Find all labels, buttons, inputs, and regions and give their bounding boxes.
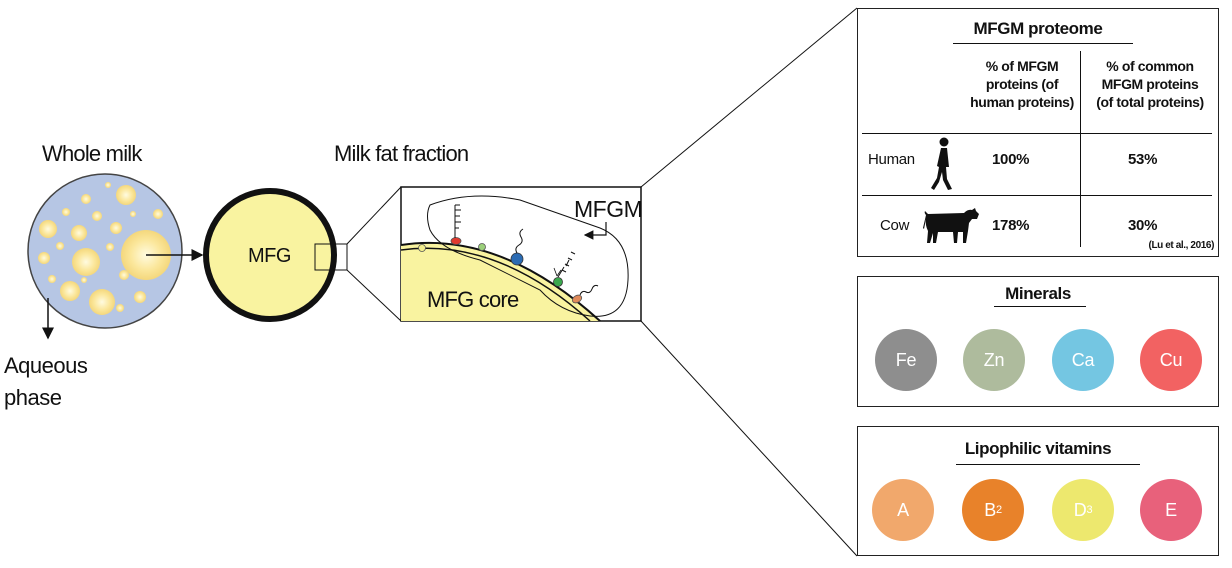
mineral-label: Fe bbox=[895, 349, 917, 370]
vitamin-e-circle: E bbox=[1140, 479, 1202, 541]
proteome-title-underline bbox=[953, 43, 1133, 44]
col2-header-line: % of common bbox=[1106, 58, 1194, 74]
proteome-row-divider bbox=[862, 195, 1212, 196]
col1-header-line: proteins (of bbox=[985, 76, 1059, 92]
aqueous-label-line2: phase bbox=[4, 385, 62, 410]
cow-col2-value: 30% bbox=[1128, 217, 1158, 234]
vitamin-a-circle: A bbox=[872, 479, 934, 541]
human-col2-value: 53% bbox=[1128, 151, 1158, 168]
proteome-title: MFGM proteome bbox=[973, 19, 1103, 38]
vitamins-title: Lipophilic vitamins bbox=[964, 439, 1112, 458]
cow-icon bbox=[923, 208, 979, 243]
mfg-group bbox=[203, 186, 402, 322]
mineral-label: Ca bbox=[1071, 349, 1095, 370]
mineral-label: Cu bbox=[1159, 349, 1183, 370]
aqueous-phase-label: Aqueous phase bbox=[4, 350, 88, 414]
human-icon bbox=[931, 137, 952, 190]
mfgm-zoom-panel bbox=[400, 7, 858, 557]
vitamin-subscript: 3 bbox=[1086, 504, 1093, 516]
callout-line-top bbox=[640, 7, 858, 188]
mineral-zn-circle: Zn bbox=[963, 329, 1025, 391]
human-col1-value: 100% bbox=[992, 151, 1030, 168]
proteome-panel: MFGM proteome % of MFGM proteins (of hum… bbox=[857, 8, 1219, 257]
milk-fat-fraction-label: Milk fat fraction bbox=[334, 141, 469, 166]
mfg-zoom-box bbox=[314, 243, 348, 271]
col2-header-line: MFGM proteins bbox=[1101, 76, 1199, 92]
callout-line-bottom bbox=[640, 320, 858, 557]
citation: (Lu et al., 2016) bbox=[1148, 240, 1215, 251]
col1-header-line: human proteins) bbox=[970, 94, 1074, 110]
proteome-header-divider bbox=[862, 133, 1212, 134]
mfgm-label: MFGM bbox=[574, 196, 643, 222]
minerals-title-underline bbox=[994, 306, 1086, 307]
vitamin-label: D bbox=[1073, 499, 1087, 520]
col1-header-line: % of MFGM bbox=[985, 58, 1059, 74]
vitamins-title-underline bbox=[956, 464, 1140, 465]
proteome-column-divider bbox=[1080, 51, 1081, 247]
zoom-line-bottom bbox=[346, 269, 402, 322]
whole-milk-label: Whole milk bbox=[42, 141, 142, 166]
vitamin-label: E bbox=[1165, 499, 1177, 520]
zoom-line-top bbox=[346, 186, 402, 245]
mineral-ca-circle: Ca bbox=[1052, 329, 1114, 391]
minerals-panel: Minerals Fe Zn Ca Cu bbox=[857, 276, 1219, 407]
mfg-circle bbox=[203, 188, 337, 322]
row-name-cow: Cow bbox=[880, 217, 910, 234]
vitamin-subscript: 2 bbox=[995, 504, 1002, 516]
mfg-label: MFG bbox=[248, 245, 291, 267]
mineral-cu-circle: Cu bbox=[1140, 329, 1202, 391]
aqueous-label-line1: Aqueous bbox=[4, 353, 88, 378]
mfg-core-label: MFG core bbox=[427, 287, 519, 312]
cow-col1-value: 178% bbox=[992, 217, 1030, 234]
vitamin-label: A bbox=[897, 499, 909, 520]
vitamin-label: B bbox=[984, 499, 996, 520]
mineral-fe-circle: Fe bbox=[875, 329, 937, 391]
minerals-title: Minerals bbox=[1005, 284, 1071, 303]
col2-header-line: (of total proteins) bbox=[1096, 94, 1204, 110]
row-name-human: Human bbox=[868, 151, 915, 168]
whole-milk-droplet-group bbox=[27, 173, 204, 340]
mineral-label: Zn bbox=[983, 349, 1005, 370]
proteome-col2-header: % of common MFGM proteins (of total prot… bbox=[1080, 57, 1220, 111]
proteome-col1-header: % of MFGM proteins (of human proteins) bbox=[966, 57, 1078, 111]
